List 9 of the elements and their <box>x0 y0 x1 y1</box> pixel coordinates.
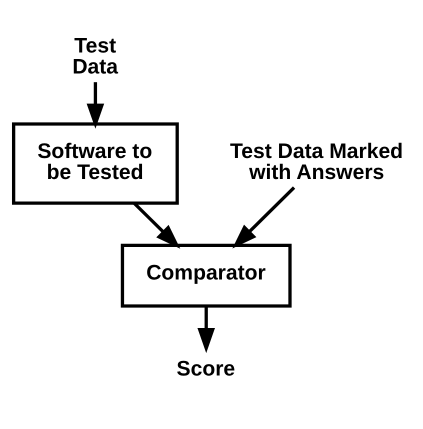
arrow <box>133 202 180 248</box>
arrow <box>197 306 216 353</box>
node-box: Software to be Tested <box>12 122 179 204</box>
node-box: Comparator <box>120 243 292 308</box>
arrow <box>86 82 104 128</box>
node-text: Test Data Marked with Answers <box>230 140 404 184</box>
node-text: Score <box>176 357 236 380</box>
arrow <box>232 186 296 248</box>
node-text: Test Data <box>72 34 118 78</box>
